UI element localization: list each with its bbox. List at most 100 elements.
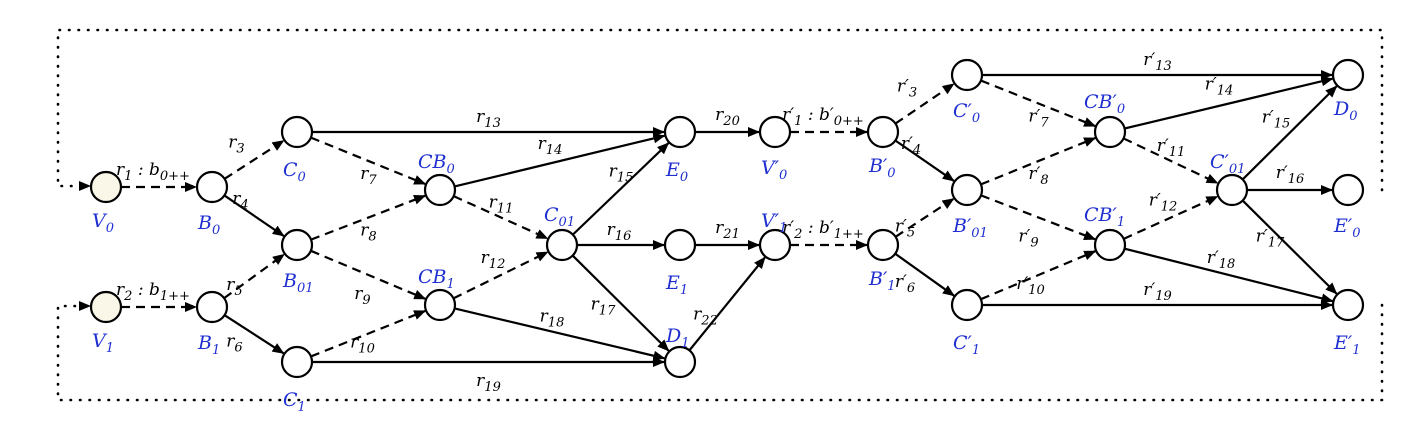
edge-CB0-C01 xyxy=(453,195,549,240)
edge-label-B01-CB0: r8 xyxy=(360,221,376,245)
edge-C01p-E1p xyxy=(1241,199,1338,295)
node-label-E1: E1 xyxy=(665,272,688,298)
edge-C0-CB0 xyxy=(310,136,427,186)
node-label-B01p: B′01 xyxy=(952,215,988,241)
node-V1 xyxy=(89,290,123,324)
node-C0p xyxy=(950,58,984,92)
edge-label-B0p-B01p: r′4 xyxy=(901,134,921,158)
edge-label-V1-B1: r2 : b1++ xyxy=(116,280,190,304)
node-label-D1: D1 xyxy=(665,325,690,351)
edge-B01-CB0 xyxy=(310,194,426,241)
edge-label-C0p-CB0p: r′7 xyxy=(1028,107,1049,131)
edge-label-D1-V1p: r22 xyxy=(693,305,718,329)
edge-label-C01p-E1p: r′17 xyxy=(1256,227,1285,251)
node-C1 xyxy=(280,345,314,379)
edges-layer: r1 : b0++r2 : b1++r3r4r5r6r7r8r9r10r11r1… xyxy=(116,50,1338,395)
edge-C1-CB1 xyxy=(310,309,427,358)
node-V1p xyxy=(758,228,792,262)
node-CB1 xyxy=(423,288,457,322)
edge-label-C01-E1: r16 xyxy=(607,220,632,244)
edge-label-B01p-CB0p: r′8 xyxy=(1028,164,1048,188)
node-E1p xyxy=(1331,288,1365,322)
edge-B1-B01 xyxy=(223,253,285,300)
edge-B0p-C0p xyxy=(894,83,955,125)
edge-label-B0-C0: r3 xyxy=(228,133,244,157)
node-CB0 xyxy=(423,173,457,207)
node-label-CB0p: CB′0 xyxy=(1084,91,1125,117)
node-label-E1p: E′1 xyxy=(1333,332,1360,358)
node-B1p xyxy=(866,228,900,262)
edge-label-C01p-E0p: r′16 xyxy=(1276,163,1305,187)
edge-label-V1p-B1p: r′2 : b′1++ xyxy=(782,218,864,242)
node-label-C01: C01 xyxy=(544,204,575,230)
edge-D1-V1p xyxy=(688,256,766,352)
node-label-C01p: C′01 xyxy=(1210,151,1245,177)
edge-label-V0-B0: r1 : b0++ xyxy=(116,160,190,184)
node-label-B0p: B′0 xyxy=(868,155,896,181)
node-label-CB1p: CB′1 xyxy=(1084,204,1125,230)
node-C01p xyxy=(1215,173,1249,207)
node-label-V1p: V′1 xyxy=(761,210,787,236)
node-label-C1p: C′1 xyxy=(953,332,980,358)
edge-label-E0-V0p: r20 xyxy=(715,105,740,129)
edge-label-C01p-D0: r′15 xyxy=(1262,108,1291,132)
edge-B01-CB1 xyxy=(310,249,427,300)
node-V0 xyxy=(89,170,123,204)
node-label-D0: D0 xyxy=(1333,98,1358,124)
edge-label-B0p-C0p: r′3 xyxy=(897,77,917,101)
edge-CB0p-D0 xyxy=(1124,76,1334,130)
edge-label-C01-D1: r17 xyxy=(591,295,616,319)
edge-label-CB1p-E1p: r′18 xyxy=(1207,248,1236,272)
node-label-V0p: V′0 xyxy=(761,157,787,183)
edge-label-CB1-C01: r12 xyxy=(481,248,506,272)
edge-B1-C1 xyxy=(223,314,285,355)
edge-label-V0p-B0p: r′1 : b′0++ xyxy=(782,105,864,129)
edge-B0-C0 xyxy=(223,139,285,180)
edge-C01p-D0 xyxy=(1241,85,1338,181)
edge-label-B1p-C1p: r′6 xyxy=(895,272,915,296)
node-label-CB1: CB1 xyxy=(418,266,455,292)
edge-C1p-CB1p xyxy=(980,250,1097,301)
edge-B01p-CB0p xyxy=(980,136,1097,186)
edge-CB1-D1 xyxy=(454,307,666,361)
node-CB0p xyxy=(1093,115,1127,149)
edge-label-B01p-CB1p: r′9 xyxy=(1018,227,1038,251)
node-E1 xyxy=(663,228,697,262)
edge-CB1-C01 xyxy=(452,251,549,300)
node-label-B0: B0 xyxy=(197,212,220,238)
edge-label-CB0-E0: r14 xyxy=(538,134,563,158)
edge-label-B1-B01: r5 xyxy=(226,275,242,299)
node-V0p xyxy=(758,115,792,149)
edge-label-CB0-C01: r11 xyxy=(489,193,514,217)
node-label-CB0: CB0 xyxy=(418,151,455,177)
node-B01p xyxy=(950,173,984,207)
edge-C01-D1 xyxy=(571,254,670,352)
node-C01 xyxy=(545,228,579,262)
edge-B0-B01 xyxy=(223,194,285,237)
node-label-E0p: E′0 xyxy=(1333,215,1360,241)
node-label-V0: V0 xyxy=(92,210,114,236)
edge-label-B01-CB1: r9 xyxy=(354,284,370,308)
edge-label-C0-CB0: r7 xyxy=(360,164,377,188)
node-CB1p xyxy=(1093,228,1127,262)
node-label-C0p: C′0 xyxy=(953,100,980,126)
node-E0 xyxy=(663,115,697,149)
edge-C01-E0 xyxy=(572,142,670,236)
node-B1 xyxy=(195,290,229,324)
edge-label-CB0p-D0: r′14 xyxy=(1205,75,1234,99)
edge-label-CB1-D1: r18 xyxy=(540,307,565,331)
node-B01 xyxy=(280,228,314,262)
node-label-V1: V1 xyxy=(92,330,114,356)
node-label-B01: B01 xyxy=(282,270,314,296)
edge-label-C1-CB1: r10 xyxy=(350,333,375,357)
node-D1 xyxy=(663,345,697,379)
edge-label-C1p-E1p: r′19 xyxy=(1143,280,1172,304)
edge-B1p-B01p xyxy=(894,197,955,238)
edge-label-C0-E0: r13 xyxy=(476,107,501,131)
node-label-B1: B1 xyxy=(197,332,220,358)
edge-label-C1-D1: r19 xyxy=(476,371,501,395)
edge-label-E1-V1p: r21 xyxy=(715,218,740,242)
edge-CB0-E0 xyxy=(454,133,666,188)
edge-B01p-CB1p xyxy=(980,194,1096,241)
